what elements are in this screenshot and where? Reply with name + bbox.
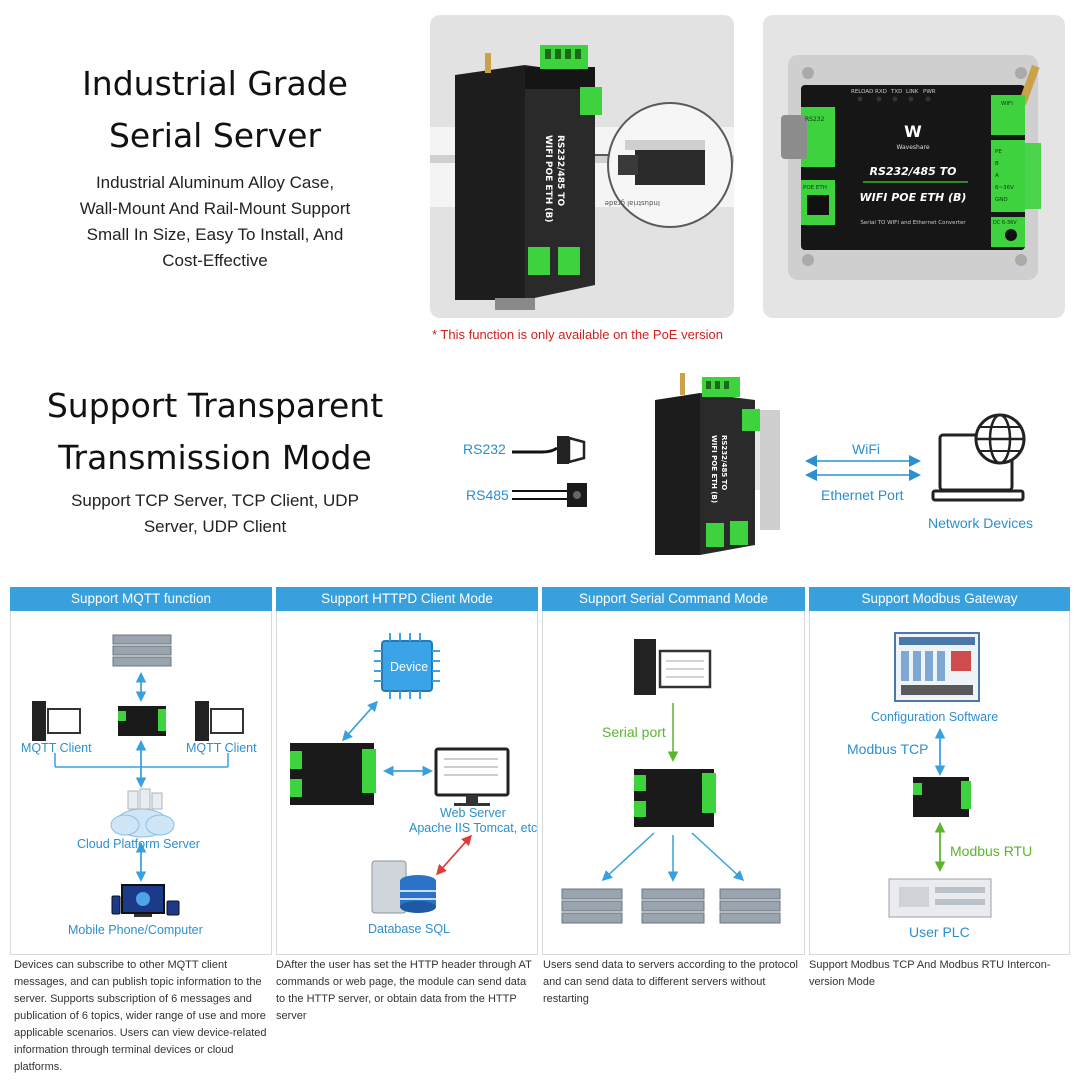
led-indicator	[925, 96, 931, 102]
waveshare-logo: W	[904, 122, 922, 141]
network-device-icon	[931, 413, 1026, 502]
serial-command-diagram	[561, 639, 781, 924]
terminal-label: B	[995, 161, 999, 167]
led-indicator	[892, 96, 898, 102]
industrial-grade-description: Industrial Aluminum Alloy Case, Wall-Mou…	[20, 170, 410, 274]
port-label: WIFI	[1001, 101, 1013, 107]
brand-label: Waveshare	[896, 144, 929, 151]
device-side-view: RS232/485 TO WIFI POE ETH (B)	[655, 373, 780, 555]
title-line: Transmission Mode	[58, 438, 372, 477]
desc-line: Cost-Effective	[162, 251, 268, 270]
title-line: Support Transparent	[46, 386, 384, 425]
rail-mount-illustration: RS232/485 TO WIFI POE ETH (B) Industrial…	[430, 45, 734, 310]
modbus-diagram	[888, 632, 992, 918]
title-line: Industrial Grade	[82, 64, 348, 103]
led-label: TXD	[890, 89, 902, 95]
mqtt-client-right-label: MQTT Client	[186, 741, 257, 755]
mqtt-description: Devices can subscribe to other MQTT clie…	[14, 959, 267, 1073]
ethernet-label: Ethernet Port	[821, 487, 904, 503]
product-photo-front: RELOAD RXD TXD LINK PWR RS232 POE ETH W …	[763, 15, 1065, 318]
port-label: POE ETH	[803, 185, 827, 191]
panel-header-mqtt: Support MQTT function	[10, 587, 272, 611]
title-line: Serial Server	[108, 116, 322, 155]
modbus-rtu-label: Modbus RTU	[950, 843, 1033, 859]
led-label: LINK	[906, 89, 919, 95]
led-label: PWR	[923, 89, 936, 95]
desc-line: Support TCP Server, TCP Client, UDP	[71, 491, 359, 510]
terminal-label: GND	[995, 197, 1008, 203]
web-server-types-label: Apache IIS Tomcat, etc	[409, 821, 538, 835]
httpd-description: DAfter the user has set the HTTP header …	[276, 959, 532, 1022]
device-chip-label: Device	[390, 660, 429, 674]
desc-line: Industrial Aluminum Alloy Case,	[95, 173, 335, 192]
device-model-text: WIFI POE ETH (B)	[710, 435, 718, 503]
panel-header-serial-command: Support Serial Command Mode	[542, 587, 805, 611]
user-plc-label: User PLC	[909, 924, 970, 940]
serial-cable-icons	[512, 436, 587, 507]
database-sql-label: Database SQL	[368, 922, 450, 936]
modbus-tcp-label: Modbus TCP	[847, 741, 929, 757]
panel-header-httpd: Support HTTPD Client Mode	[276, 587, 538, 611]
device-model-text: RS232/485 TO	[555, 135, 565, 207]
modbus-description: Support Modbus TCP And Modbus RTU Interc…	[809, 959, 1051, 988]
led-indicator	[857, 96, 863, 102]
httpd-diagram	[290, 633, 510, 914]
transparent-mode-title: Support Transparent Transmission Mode	[20, 380, 410, 484]
wifi-label: WiFi	[852, 441, 880, 457]
led-indicator	[876, 96, 882, 102]
cloud-platform-label: Cloud Platform Server	[77, 837, 200, 851]
industrial-grade-title: Industrial Grade Serial Server	[20, 58, 410, 162]
mqtt-diagram	[32, 634, 244, 917]
panel-header-modbus: Support Modbus Gateway	[809, 587, 1070, 611]
web-server-label: Web Server	[440, 806, 506, 820]
transparent-mode-description: Support TCP Server, TCP Client, UDP Serv…	[30, 488, 400, 540]
rs232-label: RS232	[463, 441, 506, 457]
device-model-text: WIFI POE ETH (B)	[543, 135, 553, 222]
rail-inset-text: Industrial grade	[605, 199, 660, 207]
device-model-text: RS232/485 TO	[869, 165, 956, 178]
serial-port-label: Serial port	[602, 724, 666, 740]
rs485-label: RS485	[466, 487, 509, 503]
led-label: RELOAD	[851, 89, 873, 95]
poe-footnote: * This function is only available on the…	[432, 327, 723, 342]
product-photo-rail-mount: RS232/485 TO WIFI POE ETH (B) Industrial…	[430, 15, 734, 318]
device-front-illustration: RELOAD RXD TXD LINK PWR RS232 POE ETH W …	[781, 55, 1041, 280]
desc-line: Wall-Mount And Rail-Mount Support	[79, 199, 351, 218]
serial-command-description: Users send data to servers according to …	[543, 959, 798, 1005]
desc-line: Small In Size, Easy To Install, And	[86, 225, 344, 244]
desc-line: Server, UDP Client	[143, 517, 287, 536]
device-model-text: RS232/485 TO	[720, 435, 728, 490]
bidirectional-arrows	[805, 455, 921, 481]
device-subtitle: Serial TO WIFI and Ethernet Converter	[860, 220, 966, 226]
terminal-label: 6~36V	[995, 185, 1014, 191]
terminal-label: PE	[995, 149, 1002, 155]
mqtt-client-left-label: MQTT Client	[21, 741, 92, 755]
led-indicator	[908, 96, 914, 102]
port-label: RS232	[805, 116, 825, 123]
terminal-label: A	[995, 173, 999, 179]
port-label: DC 6-36V	[993, 220, 1017, 226]
network-devices-label: Network Devices	[928, 515, 1034, 531]
device-model-text: WIFI POE ETH (B)	[860, 191, 967, 204]
led-label: RXD	[875, 89, 887, 95]
mobile-computer-label: Mobile Phone/Computer	[68, 923, 203, 937]
configuration-software-label: Configuration Software	[871, 710, 999, 724]
